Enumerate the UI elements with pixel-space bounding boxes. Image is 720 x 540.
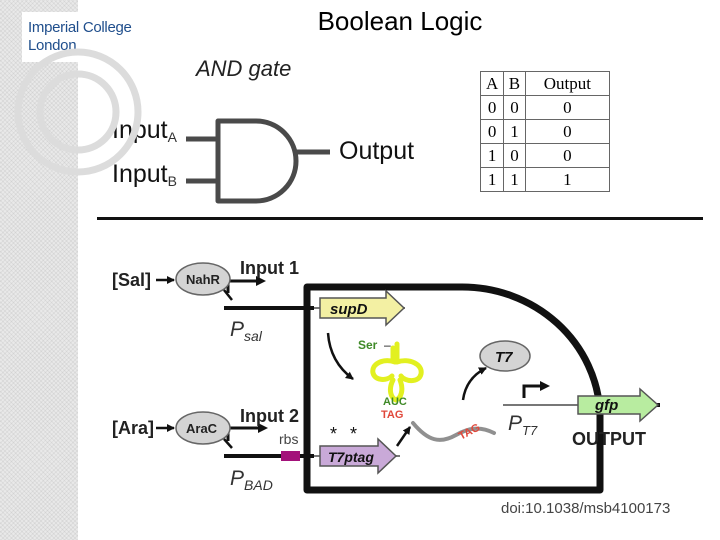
auc-label: AUC <box>383 396 407 408</box>
input2-label: Input 2 <box>240 406 299 426</box>
gate-input-a-sub: A <box>167 129 177 145</box>
decorative-strip <box>0 0 78 540</box>
table-cell: 1 <box>524 167 611 192</box>
pt7-label: PT7 <box>508 412 538 438</box>
t7-protein <box>479 340 531 372</box>
table-row: 1 1 1 <box>479 167 611 192</box>
psal-p: P <box>230 318 244 341</box>
t7-label: T7 <box>495 349 513 366</box>
nahr-binding-arrow <box>223 289 233 301</box>
watermark-circles <box>14 48 142 176</box>
table-cell: 0 <box>479 119 505 144</box>
pt7-sub: T7 <box>522 423 538 438</box>
gate-input-b-text: Input <box>112 160 168 188</box>
star-2: * <box>350 424 357 444</box>
tag-mrna-label: TAG <box>457 422 482 443</box>
table-cell: 1 <box>479 143 505 168</box>
t7ptag-gene <box>319 437 398 475</box>
ser-label: Ser <box>358 338 378 352</box>
rbs-box <box>281 451 300 461</box>
psal-sub: sal <box>244 328 263 344</box>
table-cell: 1 <box>479 167 505 192</box>
and-gate-symbol <box>186 118 330 204</box>
mrna-strand <box>411 421 496 442</box>
nahr-protein <box>175 262 231 296</box>
nahr-label: NahR <box>186 272 221 287</box>
pbad-sub: BAD <box>244 477 273 493</box>
tag-label: TAG <box>381 409 403 421</box>
logo-line-2: London <box>28 37 77 54</box>
supd-to-trna-arrow <box>326 332 354 381</box>
ser-dash: – <box>384 338 391 352</box>
table-row: 1 0 0 <box>479 143 611 168</box>
ara-label: [Ara] <box>112 418 154 438</box>
supd-gene <box>319 289 406 327</box>
arac-protein <box>175 411 231 445</box>
gfp-gene <box>577 387 660 423</box>
truth-table-header-cell: Output <box>524 71 611 96</box>
rbs-label: rbs <box>279 431 298 447</box>
arac-binding-arrow <box>223 438 233 449</box>
gfp-label: gfp <box>594 397 618 414</box>
arac-label: AraC <box>186 421 218 436</box>
psal-label: Psal <box>230 318 263 344</box>
translation-arrow <box>395 426 412 447</box>
page-title: Boolean Logic <box>317 6 483 36</box>
output-label: OUTPUT <box>572 429 646 449</box>
star-1: * <box>330 424 337 444</box>
gate-input-b-label: InputB <box>112 160 177 189</box>
t7ptag-label: T7ptag <box>328 449 374 465</box>
section-divider <box>97 217 703 220</box>
table-cell: 0 <box>479 95 505 120</box>
truth-table-header: A B Output <box>479 71 611 96</box>
and-gate-title: AND gate <box>196 56 292 81</box>
supd-label: supD <box>330 301 368 318</box>
gate-output-label: Output <box>339 137 415 165</box>
doi-citation: doi:10.1038/msb4100173 <box>501 500 671 517</box>
t7-activation-arrow <box>461 366 487 401</box>
input1-label: Input 1 <box>240 258 299 278</box>
sal-label: [Sal] <box>112 270 151 290</box>
logo-line-1: Imperial College <box>28 19 132 36</box>
table-cell: 0 <box>524 143 611 168</box>
pbad-label: PBAD <box>230 467 273 493</box>
pbad-p: P <box>230 467 244 490</box>
truth-table: A B Output 0 0 0 0 1 0 1 0 0 1 1 1 <box>479 71 611 192</box>
gate-input-b-sub: B <box>167 173 177 189</box>
table-row: 0 0 0 <box>479 95 611 120</box>
suppressor-trna-icon <box>370 341 424 403</box>
pt7-p: P <box>508 412 522 435</box>
